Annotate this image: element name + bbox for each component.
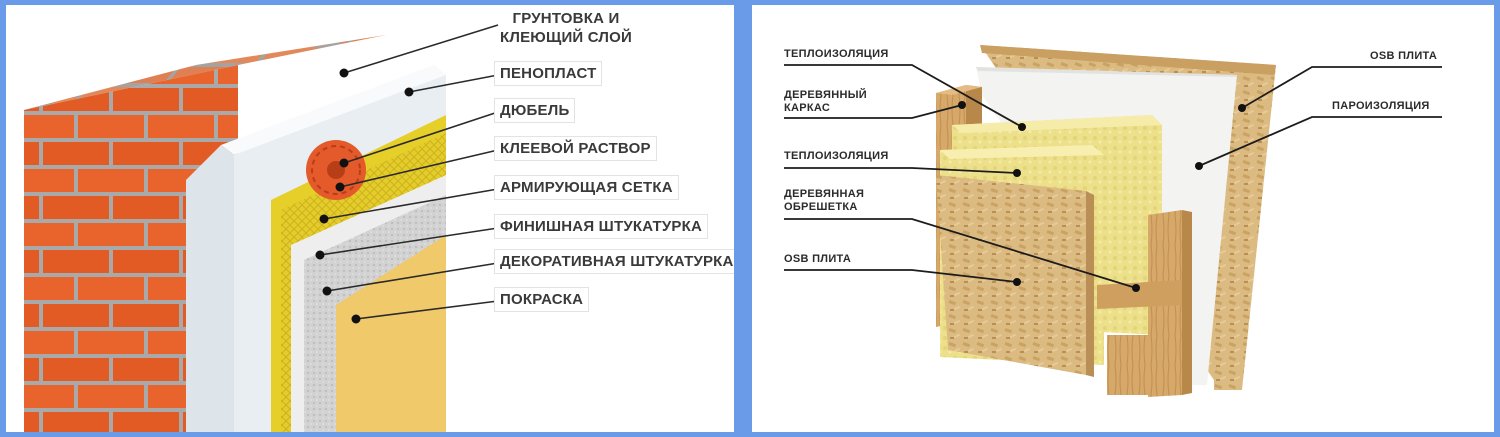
leader-lines xyxy=(784,64,1442,289)
facade-insulation-illustration xyxy=(24,24,499,432)
label-wooden-frame: ДЕРЕВЯННЫЙ КАРКАС xyxy=(784,89,867,114)
label-foam: ПЕНОПЛАСТ xyxy=(495,62,602,85)
facade-insulation-panel: ГРУНТОВКА И КЛЕЮЩИЙ СЛОЙ ПЕНОПЛАСТ ДЮБЕЛ… xyxy=(6,5,734,432)
label-dowel: ДЮБЕЛЬ xyxy=(495,99,575,122)
paint-layer xyxy=(336,235,446,432)
label-reinforcing-mesh: АРМИРУЮЩАЯ СЕТКА xyxy=(495,176,678,199)
label-insulation-1: ТЕПЛОИЗОЛЯЦИЯ xyxy=(784,48,889,60)
label-insulation-2: ТЕПЛОИЗОЛЯЦИЯ xyxy=(784,150,889,162)
brick-wall xyxy=(24,35,386,432)
leader-dots xyxy=(315,68,414,324)
leader-dots xyxy=(958,101,1246,292)
label-adhesive-mortar: КЛЕЕВОЙ РАСТВОР xyxy=(495,137,656,160)
dowel xyxy=(306,140,366,200)
label-finishing-plaster: ФИНИШНАЯ ШТУКАТУРКА xyxy=(495,215,707,238)
osb-front-board xyxy=(936,175,1094,377)
label-osb-front: OSB ПЛИТА xyxy=(784,253,852,265)
label-vapor-barrier: ПАРОИЗОЛЯЦИЯ xyxy=(1332,100,1430,112)
wooden-battens xyxy=(1097,210,1192,397)
frame-wall-panel: ТЕПЛОИЗОЛЯЦИЯ ДЕРЕВЯННЫЙ КАРКАС ТЕПЛОИЗО… xyxy=(752,5,1494,432)
label-primer-adhesive: ГРУНТОВКА И КЛЕЮЩИЙ СЛОЙ xyxy=(500,10,633,46)
label-wooden-battens: ДЕРЕВЯННАЯ ОБРЕШЕТКА xyxy=(784,188,865,213)
label-paint: ПОКРАСКА xyxy=(495,288,589,311)
frame-wall-illustration xyxy=(784,45,1442,397)
label-osb-back: OSB ПЛИТА xyxy=(1370,50,1438,62)
label-decorative-plaster: ДЕКОРАТИВНАЯ ШТУКАТУРКА xyxy=(495,250,734,273)
leader-lines xyxy=(319,24,499,320)
